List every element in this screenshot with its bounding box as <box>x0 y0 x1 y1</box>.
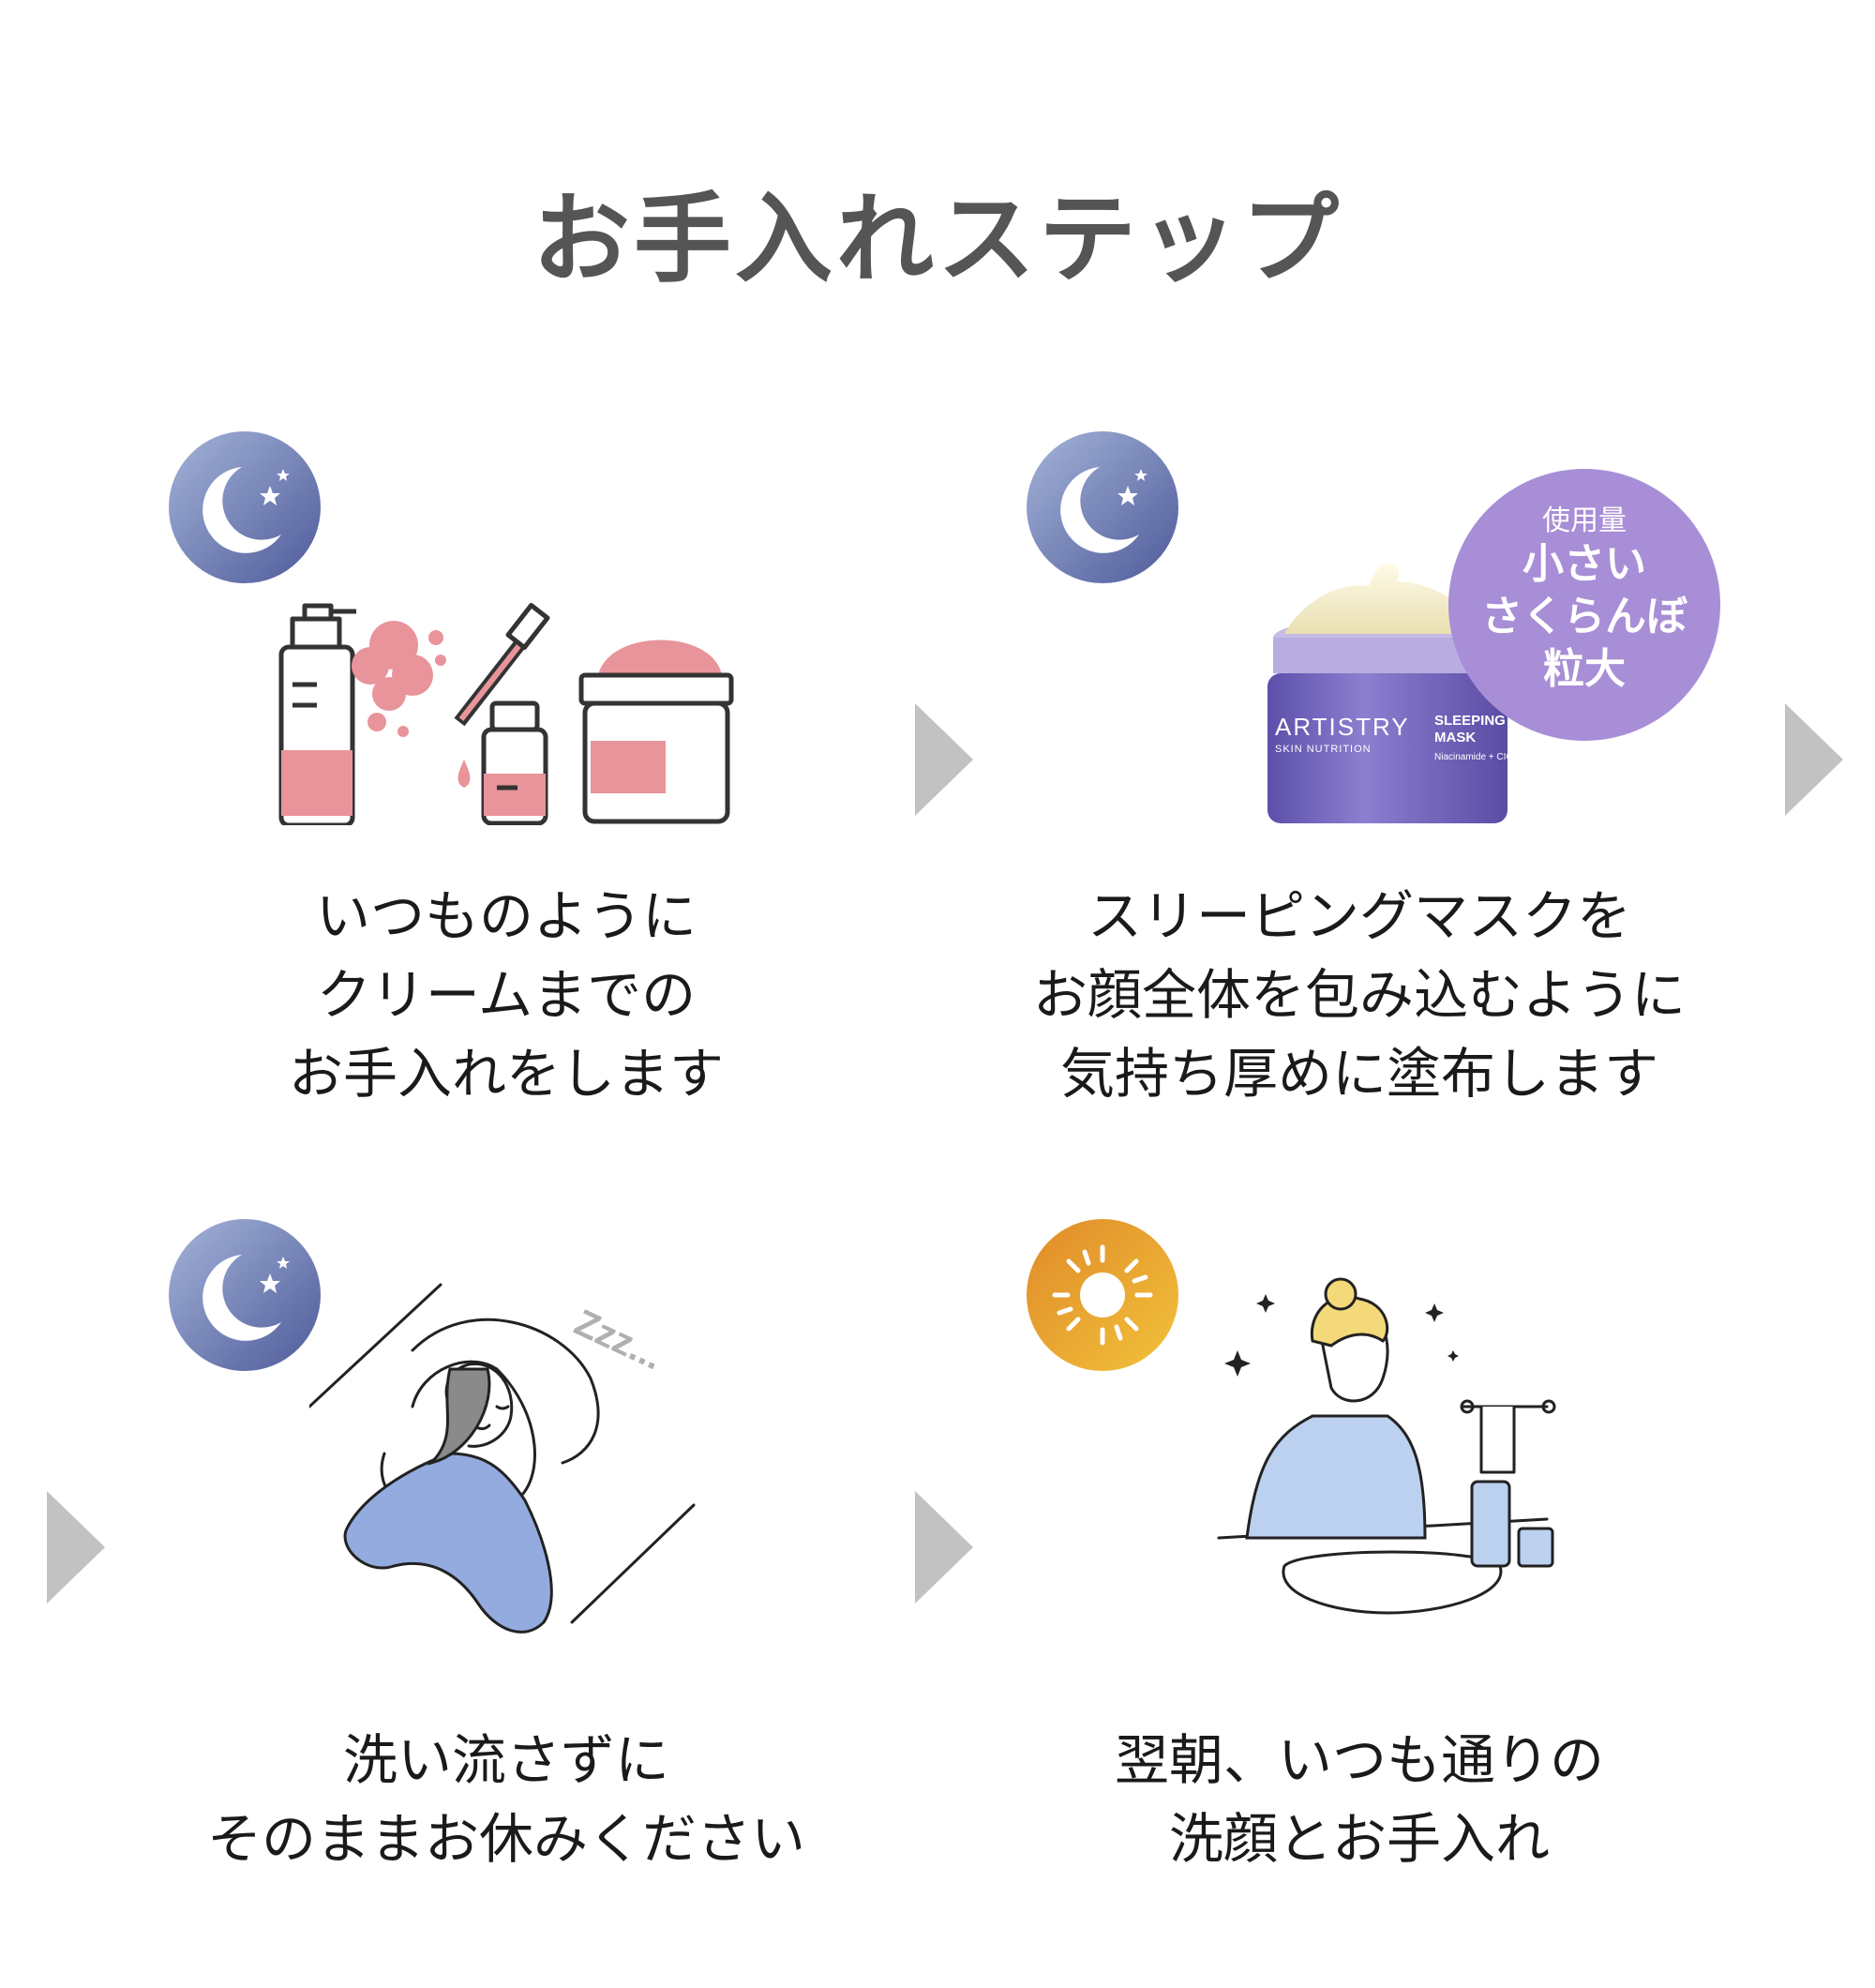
usage-label: 使用量 <box>1542 505 1627 537</box>
caption-line: そのままお休みください <box>206 1807 805 1871</box>
product-line: SKIN NUTRITION <box>1275 744 1372 755</box>
brand-name: ARTISTRY <box>1275 713 1410 741</box>
next-arrow-icon <box>1785 703 1843 816</box>
sleeping-woman-illustration: Zzz... <box>308 1266 703 1697</box>
usage-line: 小さい <box>1522 540 1646 588</box>
moon-badge <box>169 1219 321 1371</box>
usage-line: さくらんぼ <box>1481 593 1688 640</box>
moon-badge <box>169 431 321 583</box>
product-sub: Niacinamide + CICA <box>1434 752 1520 762</box>
page-title: お手入れステップ <box>532 182 1342 296</box>
step-2: スリーピングマスクを お顔全体を包み込むように 気持ち厚めに塗布します <box>938 413 1875 1200</box>
moon-stars-icon <box>169 1219 321 1371</box>
caption-line: 気持ち厚めに塗布します <box>1059 1042 1658 1106</box>
step-1-caption: いつものように クリームまでの お手入れをします <box>38 877 975 1113</box>
caption-line: 洗顔とお手入れ <box>1168 1807 1550 1871</box>
caption-line: スリーピングマスクを <box>1087 884 1631 948</box>
moon-badge <box>1027 431 1178 583</box>
sun-badge <box>1027 1219 1178 1371</box>
step-2-caption: スリーピングマスクを お顔全体を包み込むように 気持ち厚めに塗布します <box>891 877 1828 1113</box>
sleeping-mask-jar <box>1256 544 1519 835</box>
woman-at-sink-illustration <box>1200 1257 1575 1650</box>
moon-stars-icon <box>1027 431 1178 583</box>
product-name: SLEEPING MASK <box>1434 713 1506 746</box>
product-label: ARTISTRY SKIN NUTRITION <box>1275 713 1500 755</box>
caption-line: 洗い流さずに <box>342 1728 669 1792</box>
caption-line: 翌朝、いつも通りの <box>1114 1728 1604 1792</box>
step-1: いつものように クリームまでの お手入れをします <box>0 413 938 1200</box>
jar-graphic <box>1268 563 1508 823</box>
next-arrow-icon <box>915 703 973 816</box>
moon-stars-icon <box>169 431 321 583</box>
sleeping-woman-icon: Zzz... <box>308 1283 696 1634</box>
step-3: Zzz... 洗い流さずに そのままお休みください <box>0 1200 938 1988</box>
caption-line: お手入れをします <box>288 1042 724 1106</box>
step-4-caption: 翌朝、いつも通りの 洗顔とお手入れ <box>891 1721 1828 1878</box>
caption-line: クリームまでの <box>316 963 697 1027</box>
caption-line: いつものように <box>315 884 697 948</box>
woman-at-sink-icon <box>1217 1277 1556 1615</box>
step-3-caption: 洗い流さずに そのままお休みください <box>38 1721 975 1878</box>
usage-badge: 使用量 小さい さくらんぼ 粒大 <box>1448 469 1720 741</box>
caption-line: お顔全体を包み込むように <box>1032 963 1686 1027</box>
skincare-products-icon <box>278 602 734 828</box>
product-name-block: SLEEPING MASK Niacinamide + CICA <box>1434 713 1538 762</box>
usage-line: 粒大 <box>1543 645 1626 693</box>
next-arrow-icon <box>47 1491 105 1604</box>
step-4: 翌朝、いつも通りの 洗顔とお手入れ <box>938 1200 1875 1988</box>
next-arrow-icon <box>915 1491 973 1604</box>
skincare-products-illustration <box>272 600 759 828</box>
sun-icon <box>1027 1219 1178 1371</box>
